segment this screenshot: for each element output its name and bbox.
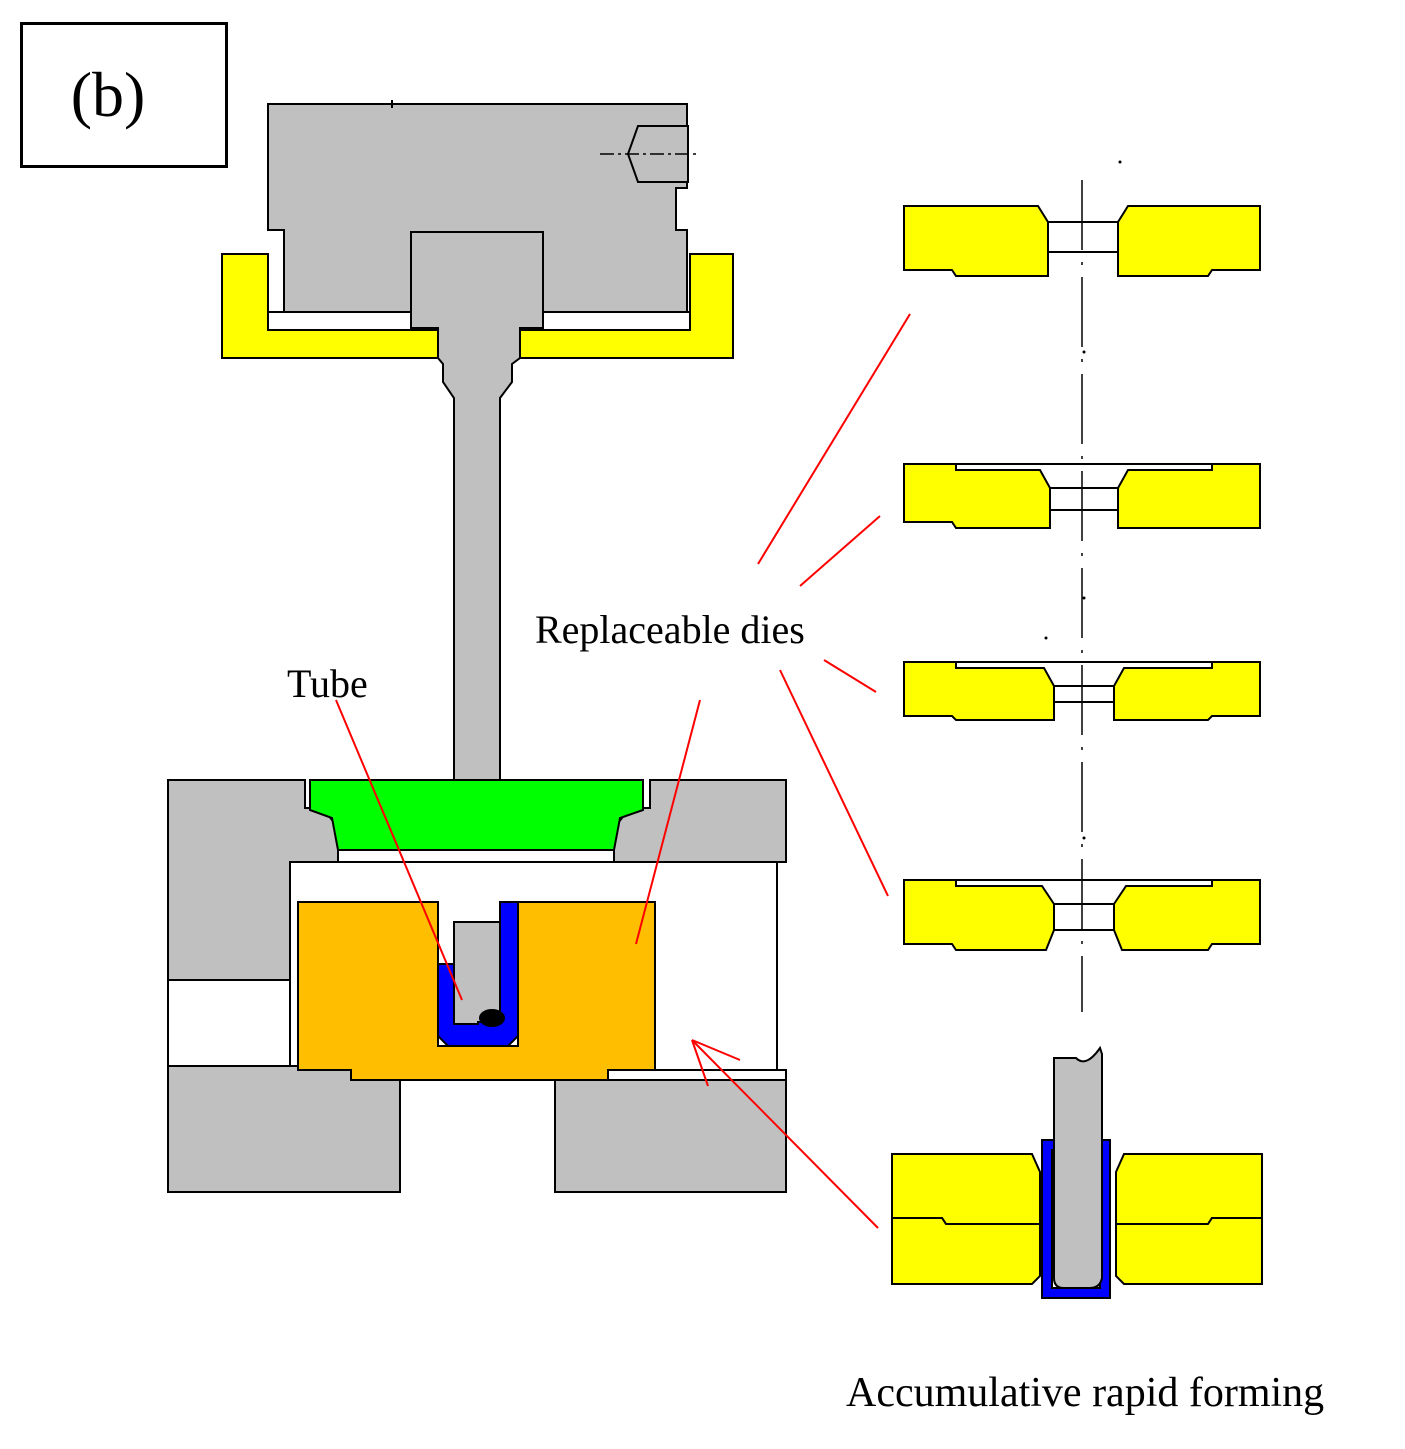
bottom-plate-left — [167, 1065, 401, 1193]
die-2-left — [903, 463, 1051, 529]
leader-lines — [335, 313, 911, 1229]
leader-dies-container — [635, 699, 701, 945]
die-1-left — [903, 205, 1049, 277]
replaceable-dies-label: Replaceable dies — [535, 607, 805, 652]
die-3-bore — [956, 661, 1212, 703]
die-1-right — [1117, 205, 1261, 277]
stacked-die-bottom-left — [891, 1217, 1041, 1285]
upper-gap-right — [542, 311, 691, 331]
punch-tip-shadow — [479, 1009, 505, 1027]
die-4-right — [1113, 879, 1261, 951]
die-3-left — [903, 661, 1055, 721]
upper-gap-left — [267, 311, 412, 331]
guide-ring-gap — [337, 849, 615, 863]
leader-stack — [691, 1039, 879, 1229]
punch-tip — [453, 921, 501, 1025]
replaceable-die-4 — [903, 879, 1261, 951]
stacked-punch — [1053, 1045, 1103, 1289]
tube-label: Tube — [287, 661, 368, 706]
bottom-plate-right — [554, 1079, 787, 1193]
replaceable-die-3 — [903, 661, 1261, 721]
mark — [1082, 836, 1086, 840]
replaceable-die-2 — [903, 463, 1261, 529]
die-3-right — [1113, 661, 1261, 721]
stacked-die-bottom-right — [1115, 1217, 1263, 1285]
die-4-left — [903, 879, 1055, 951]
leader-die-4 — [779, 669, 889, 897]
die-series — [903, 180, 1261, 1012]
stacked-die-top-right — [1115, 1153, 1263, 1225]
mark — [1082, 596, 1086, 600]
container-block — [297, 901, 656, 1081]
lower-die-group — [167, 779, 787, 1193]
die-4-bore — [956, 879, 1212, 931]
stacked-dies-group — [891, 1045, 1263, 1299]
arrow-head-upper — [691, 1039, 741, 1061]
mark — [1082, 350, 1086, 354]
mark — [1118, 160, 1122, 164]
replaceable-die-1 — [903, 205, 1261, 277]
upper-holder-group — [221, 100, 734, 923]
guide-ring — [309, 779, 644, 851]
left-slot — [167, 979, 291, 1067]
die-2-right — [1117, 463, 1261, 529]
accumulative-rapid-forming-label: Accumulative rapid forming — [846, 1370, 1325, 1416]
stray-marks — [1044, 160, 1122, 840]
arrow-head-lower — [691, 1039, 709, 1087]
die-1-bore — [1048, 221, 1118, 253]
panel-label: (b) — [20, 22, 228, 168]
mark — [1044, 636, 1048, 640]
leader-die-1 — [757, 313, 911, 565]
leader-die-2 — [799, 515, 881, 587]
die-2-bore — [956, 463, 1212, 511]
right-gap — [607, 1069, 787, 1081]
leader-tube — [335, 699, 463, 1001]
leader-die-3 — [823, 659, 877, 693]
stacked-die-top-left — [891, 1153, 1041, 1225]
